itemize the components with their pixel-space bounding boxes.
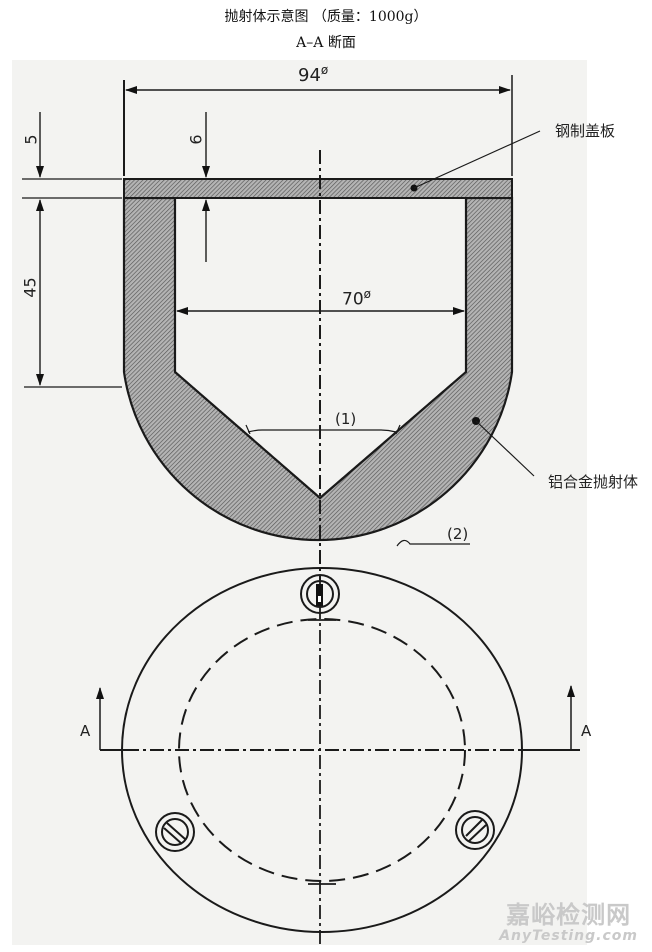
steel-lid-section — [123, 178, 513, 199]
dim-lid-gap: 6 — [186, 134, 206, 145]
section-marker-right: A — [581, 722, 592, 740]
dim-outer-diameter: 94ø — [298, 63, 329, 86]
dim-inner-diameter: 70ø — [342, 287, 371, 310]
plan-view — [96, 567, 580, 945]
watermark-en: AnyTesting.com — [499, 928, 638, 944]
screw-left-icon — [155, 812, 195, 852]
section-title: A–A 断面 — [296, 35, 356, 51]
screw-right-icon — [455, 810, 495, 850]
callout-angle: (1) — [335, 410, 357, 428]
section-view — [22, 75, 541, 580]
section-marker-left: A — [80, 722, 91, 740]
aluminum-body-section — [122, 196, 514, 542]
label-steel-lid: 钢制盖板 — [555, 122, 616, 140]
drawing-title: 抛射体示意图 （质量：1000g） — [224, 9, 428, 25]
label-aluminum-body: 铝合金抛射体 — [548, 473, 639, 491]
watermark-cn: 嘉峪检测网 — [506, 901, 632, 929]
dim-wall-height: 45 — [20, 277, 40, 298]
screw-top-icon — [300, 574, 340, 614]
callout-surface: (2) — [447, 525, 469, 543]
watermark: 嘉峪检测网 AnyTesting.com — [499, 902, 638, 944]
dim-lid-thickness: 5 — [21, 134, 41, 145]
